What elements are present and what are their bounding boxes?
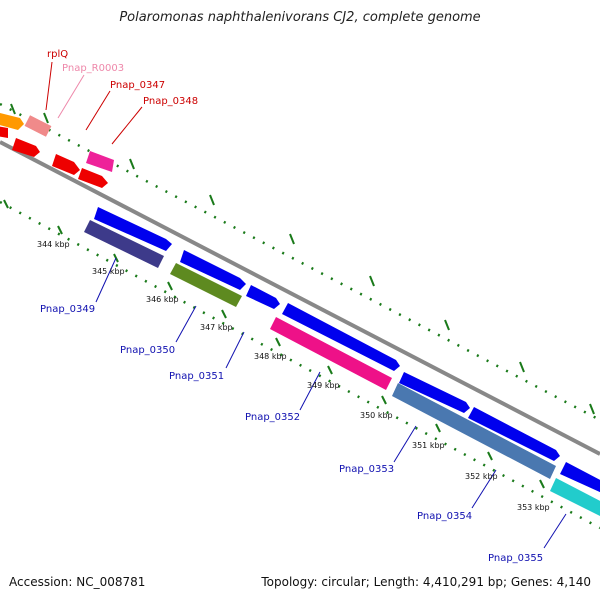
outer-major-tick [444,319,450,331]
gene-red-arrow[interactable] [12,138,40,157]
gene-blue-arrow[interactable] [468,407,560,461]
inner-major-tick [435,423,441,433]
reverse-strand-genes [84,220,600,518]
inner-major-tick [487,451,493,461]
gene-magenta-block[interactable] [86,151,114,172]
outer-major-tick [289,233,295,245]
gene-red-arrow[interactable] [0,126,8,138]
outer-major-tick [10,103,16,115]
leader-line-pnap-0347 [85,90,111,131]
gene-blue-arrow[interactable] [94,207,172,251]
gene-orange-arrow[interactable] [0,112,24,130]
inner-major-tick [381,395,387,405]
outer-major-tick [43,112,49,124]
gene-label-pnap-0347[interactable]: Pnap_0347 [110,80,165,91]
gene-label-pnap-0355[interactable]: Pnap_0355 [488,553,543,564]
gene-cyan-block[interactable] [550,478,600,518]
outer-major-tick [369,275,375,287]
outer-major-tick [519,361,525,373]
leader-line-rplq [45,61,53,111]
outer-major-tick [209,194,215,206]
gene-label-pnap-0351[interactable]: Pnap_0351 [169,371,224,382]
kbp-label: 351 kbp [412,441,445,450]
gene-steel-block[interactable] [392,383,556,479]
reverse-leader-lines [95,257,567,549]
inner-major-tick [539,479,545,489]
map-title: Polaromonas naphthalenivorans CJ2, compl… [119,10,481,25]
kbp-label: 345 kbp [92,267,125,276]
gene-label-pnap-0352[interactable]: Pnap_0352 [245,412,300,423]
forward-strand-genes [0,112,600,494]
gene-olive-block[interactable] [170,263,242,307]
outer-major-tick [129,158,135,170]
kbp-label: 346 kbp [146,295,179,304]
kbp-label: 352 kbp [465,472,498,481]
gene-label-pnap-0348[interactable]: Pnap_0348 [143,96,198,107]
gene-label-pnap-0350[interactable]: Pnap_0350 [120,345,175,356]
inner-major-tick [3,199,9,209]
kbp-label: 353 kbp [517,503,550,512]
gene-label-rplq[interactable]: rplQ [47,49,68,60]
gene-blue-arrow[interactable] [560,462,600,494]
reverse-gene-labels: Pnap_0349 Pnap_0350 Pnap_0351 Pnap_0352 … [40,304,543,564]
topology-text: Topology: circular; Length: 4,410,291 bp… [261,575,591,589]
leader-line-pnap-0353 [393,425,417,463]
gene-label-pnap-0349[interactable]: Pnap_0349 [40,304,95,315]
genome-backbone [0,140,600,456]
gene-blue-arrow[interactable] [399,372,470,413]
inner-major-tick [275,337,281,347]
kbp-label: 347 kbp [200,323,233,332]
inner-major-tick [221,309,227,319]
leader-line-pnap-0355 [543,513,567,549]
kbp-label: 344 kbp [37,240,70,249]
gene-blue-arrow[interactable] [180,250,246,290]
leader-line-pnap-0349 [95,257,117,303]
leader-line-pnap-r0003 [57,74,85,119]
forward-gene-labels: rplQ Pnap_R0003 Pnap_0347 Pnap_0348 [47,49,198,107]
accession-text: Accession: NC_008781 [9,575,146,589]
inner-major-tick [57,225,63,235]
forward-leader-lines [45,61,143,145]
gene-salmon-block[interactable] [24,115,52,137]
gene-red-arrow[interactable] [52,154,80,175]
gene-pink-block[interactable] [270,317,392,390]
outer-major-tick [589,403,595,415]
gene-blue-arrow[interactable] [282,303,400,371]
kbp-label: 349 kbp [307,381,340,390]
gene-label-pnap-r0003[interactable]: Pnap_R0003 [62,63,124,74]
gene-label-pnap-0353[interactable]: Pnap_0353 [339,464,394,475]
kbp-label: 348 kbp [254,352,287,361]
inner-major-tick [327,365,333,375]
leader-line-pnap-0352 [299,371,321,411]
kbp-labels: 344 kbp 345 kbp 346 kbp 347 kbp 348 kbp … [37,240,550,512]
gene-red-arrow[interactable] [78,168,108,188]
gene-label-pnap-0354[interactable]: Pnap_0354 [417,511,472,522]
leader-line-pnap-0348 [111,106,143,145]
leader-line-pnap-0351 [225,331,245,369]
inner-tick-ring [0,200,600,530]
kbp-label: 350 kbp [360,411,393,420]
tick-rings [0,102,600,530]
inner-major-tick [167,281,173,291]
gene-blue-arrow[interactable] [246,285,280,309]
gene-indigo-block[interactable] [84,220,164,268]
leader-line-pnap-0350 [175,305,197,343]
leader-line-pnap-0354 [471,469,497,509]
